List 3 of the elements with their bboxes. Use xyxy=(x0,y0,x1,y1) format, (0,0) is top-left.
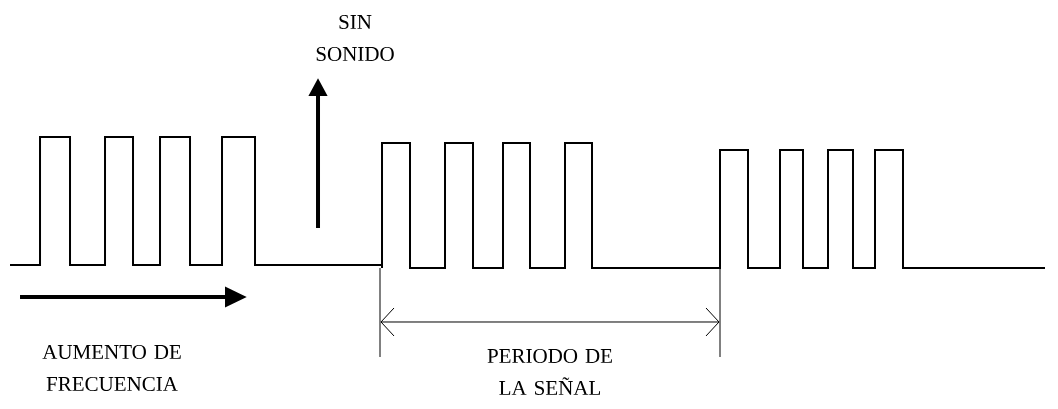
label-text: SIN SONIDO xyxy=(316,14,394,62)
label-text: PERIODO DE LA SEÑAL xyxy=(487,348,612,396)
label-text: AUMENTO DE FRECUENCIA xyxy=(42,344,181,392)
